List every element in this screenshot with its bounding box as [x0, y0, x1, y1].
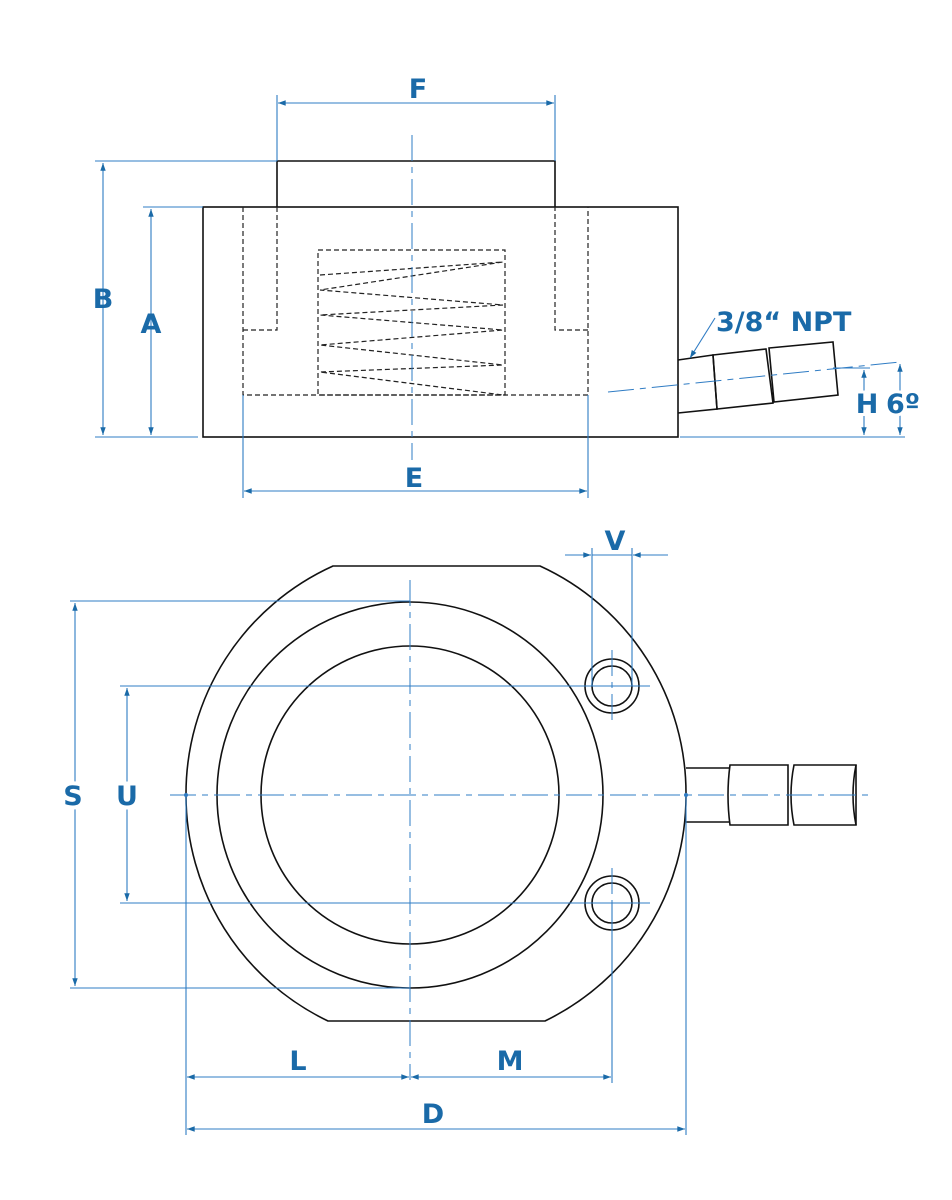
top-view: V S U L M D — [59, 526, 872, 1135]
dim-label-m: M — [497, 1046, 524, 1077]
dim-label-v: V — [605, 526, 626, 557]
dim-label-u: U — [116, 781, 138, 812]
body-outline — [202, 206, 679, 438]
dim-label-angle: 6º — [886, 389, 920, 420]
dim-label-d: D — [422, 1099, 444, 1130]
hidden-cavity — [242, 207, 589, 396]
dim-label-h: H — [856, 389, 879, 420]
dim-label-b: B — [93, 284, 114, 315]
dim-label-s: S — [63, 781, 82, 812]
dim-label-l: L — [289, 1046, 306, 1077]
fitting-top — [686, 764, 857, 826]
dim-label-a: A — [141, 309, 162, 340]
load-button — [276, 160, 556, 207]
base-outline — [185, 565, 687, 1022]
side-view: F B A E H 6º 3/8“ NPT — [93, 74, 923, 498]
dim-label-e: E — [405, 463, 423, 494]
npt-fitting — [607, 317, 905, 438]
port-label: 3/8“ NPT — [716, 307, 852, 338]
dim-label-f: F — [409, 74, 427, 105]
spring-housing — [317, 249, 506, 396]
